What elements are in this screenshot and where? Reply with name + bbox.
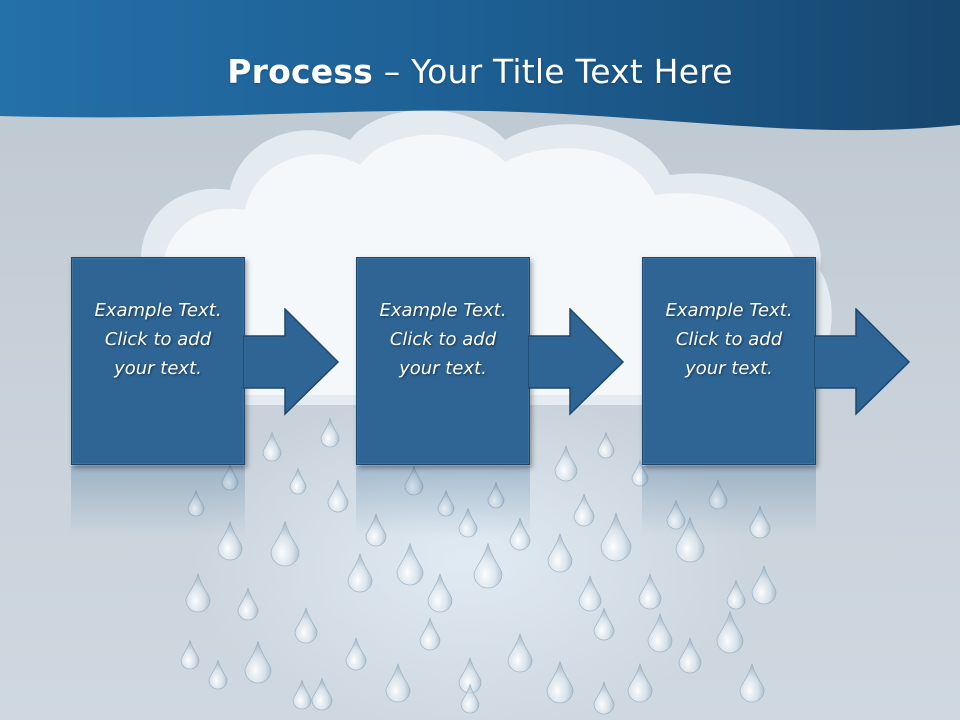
raindrop-icon — [631, 460, 649, 487]
raindrop-icon — [237, 587, 259, 621]
raindrop-icon — [345, 637, 367, 671]
raindrops — [180, 418, 777, 715]
arrow-right-icon — [814, 308, 911, 416]
raindrop-icon — [185, 573, 211, 613]
raindrop-icon — [208, 660, 228, 690]
raindrop-icon — [289, 468, 307, 495]
arrow-right-icon — [243, 308, 340, 416]
raindrop-icon — [666, 500, 686, 530]
raindrop-icon — [749, 505, 771, 539]
raindrop-icon — [347, 553, 373, 593]
raindrop-icon — [751, 565, 777, 605]
raindrop-icon — [593, 607, 615, 641]
raindrop-icon — [554, 445, 578, 482]
raindrop-icon — [627, 663, 653, 703]
step-1-line-1: Example Text. — [94, 299, 222, 321]
raindrop-icon — [716, 611, 744, 654]
raindrop-icon — [708, 480, 728, 510]
step-3-reflection — [642, 466, 816, 536]
raindrop-icon — [573, 493, 595, 527]
arrow-right-icon — [528, 308, 625, 416]
raindrop-icon — [221, 464, 239, 491]
raindrop-icon — [546, 661, 574, 704]
raindrop-icon — [597, 432, 615, 459]
step-3-text: Example Text. Click to add your text. — [649, 296, 809, 383]
step-3-line-1: Example Text. — [665, 299, 793, 321]
raindrop-icon — [638, 573, 662, 610]
title-rest: – Your Title Text Here — [373, 52, 733, 91]
raindrop-icon — [600, 512, 632, 562]
step-2-reflection — [356, 466, 530, 536]
raindrop-icon — [419, 617, 441, 651]
header-band — [0, 0, 960, 131]
raindrop-icon — [187, 490, 205, 517]
title-bold: Process — [227, 52, 374, 91]
slide-title: Process – Your Title Text Here — [0, 52, 960, 91]
raindrop-icon — [509, 517, 531, 551]
step-2-line-3: your text. — [399, 357, 487, 379]
raindrop-icon — [458, 508, 478, 538]
raindrop-icon — [294, 607, 318, 644]
raindrop-icon — [262, 432, 282, 462]
raindrop-icon — [487, 482, 505, 509]
step-1-line-2: Click to add — [104, 328, 212, 350]
raindrop-icon — [437, 490, 455, 517]
raindrop-icon — [473, 543, 503, 589]
raindrop-icon — [311, 677, 333, 711]
raindrop-icon — [507, 633, 533, 673]
raindrop-icon — [578, 575, 602, 612]
raindrop-icon — [460, 684, 480, 714]
raindrop-icon — [593, 681, 615, 715]
raindrop-icon — [217, 521, 243, 561]
raindrop-icon — [244, 641, 272, 684]
step-2-box[interactable]: Example Text. Click to add your text. — [356, 257, 530, 465]
step-2-text: Example Text. Click to add your text. — [363, 296, 523, 383]
step-2-line-1: Example Text. — [379, 299, 507, 321]
raindrop-icon — [739, 663, 765, 703]
raindrop-icon — [385, 663, 411, 703]
raindrop-icon — [180, 640, 200, 670]
step-1-line-3: your text. — [114, 357, 202, 379]
raindrop-icon — [726, 580, 746, 610]
raindrop-icon — [270, 521, 300, 567]
step-2-line-2: Click to add — [389, 328, 497, 350]
raindrop-icon — [647, 613, 673, 653]
step-1-box[interactable]: Example Text. Click to add your text. — [71, 257, 245, 465]
raindrop-icon — [675, 517, 705, 563]
raindrop-icon — [547, 533, 573, 573]
raindrop-icon — [327, 479, 349, 513]
raindrop-icon — [320, 418, 340, 448]
raindrop-icon — [292, 680, 312, 710]
raindrop-icon — [396, 543, 424, 586]
step-3-box[interactable]: Example Text. Click to add your text. — [642, 257, 816, 465]
step-3-line-2: Click to add — [675, 328, 783, 350]
step-1-text: Example Text. Click to add your text. — [78, 296, 238, 383]
raindrop-icon — [427, 573, 453, 613]
step-1-reflection — [71, 466, 245, 536]
raindrop-icon — [365, 513, 387, 547]
raindrop-icon — [678, 637, 702, 674]
raindrop-icon — [404, 466, 424, 496]
step-3-line-3: your text. — [685, 357, 773, 379]
